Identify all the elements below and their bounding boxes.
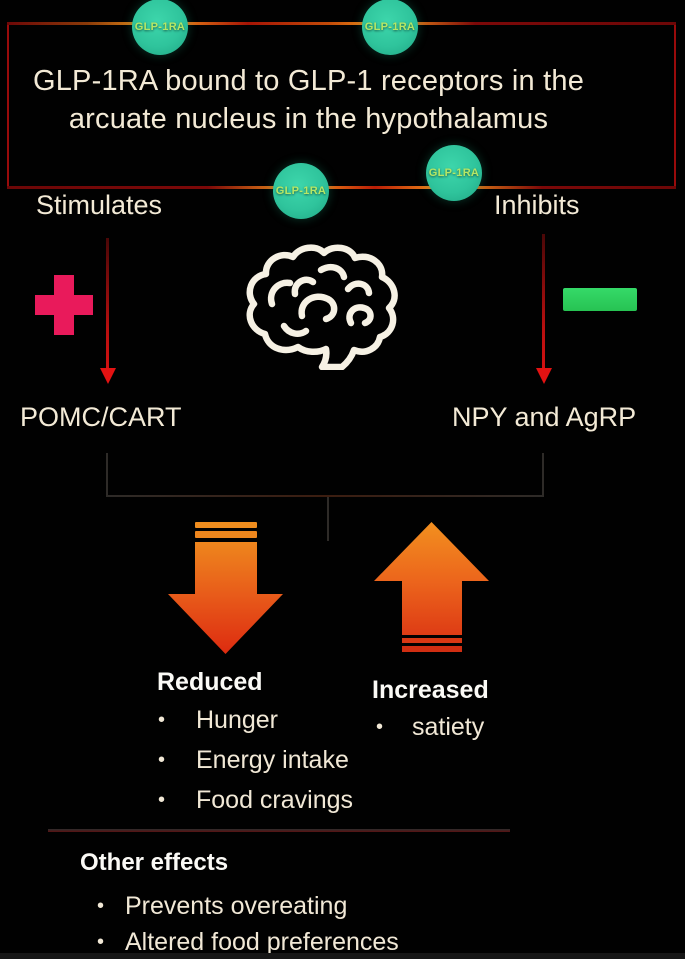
stimulates-label: Stimulates — [36, 190, 163, 220]
decrease-arrow-icon — [168, 522, 283, 654]
glp1ra-circle-label: GLP-1RA — [428, 167, 480, 179]
list-item-label: Hunger — [196, 706, 278, 734]
increase-arrow-head — [374, 522, 489, 581]
plus-icon — [35, 275, 93, 335]
glp1ra-circle-bottom-left: GLP-1RA — [273, 163, 329, 219]
increase-arrow-stripe — [401, 646, 462, 652]
title-box — [7, 22, 676, 189]
list-item-satiety: • satiety — [376, 713, 484, 742]
bullet-icon: • — [158, 709, 166, 731]
glp1ra-circle-label: GLP-1RA — [364, 21, 416, 33]
list-item-prevents-overeating: • Prevents overeating — [97, 892, 347, 921]
list-item-hunger: • Hunger — [158, 706, 278, 735]
glp1ra-circle-top-left: GLP-1RA — [132, 0, 188, 55]
bullet-icon: • — [158, 789, 166, 811]
diagram-title: GLP-1RA bound to GLP-1 receptors in the … — [7, 62, 610, 138]
list-item-energy-intake: • Energy intake — [158, 746, 349, 775]
bottom-edge-strip — [0, 953, 685, 959]
list-item-label: Prevents overeating — [125, 892, 348, 920]
bracket-horizontal — [106, 495, 544, 497]
title-box-border-top — [7, 22, 676, 25]
npy-agrp-label: NPY and AgRP — [452, 402, 637, 432]
title-box-border-right — [674, 23, 676, 188]
list-item-label: Food cravings — [196, 786, 354, 814]
decrease-arrow-stripe — [194, 531, 257, 538]
bullet-icon: • — [376, 716, 384, 738]
bullet-icon: • — [97, 895, 105, 917]
glp1ra-circle-label: GLP-1RA — [134, 21, 186, 33]
minus-icon — [563, 288, 637, 311]
increased-heading: Increased — [372, 676, 489, 704]
title-box-border-left — [7, 23, 9, 188]
glp1ra-circle-bottom-right: GLP-1RA — [426, 145, 482, 201]
increase-arrow-shaft — [401, 581, 462, 635]
decrease-arrow-shaft — [194, 542, 257, 594]
list-item-label: Altered food preferences — [125, 928, 399, 956]
list-item-food-cravings: • Food cravings — [158, 786, 353, 815]
increase-arrow-stripe — [401, 638, 462, 643]
brain-icon — [238, 244, 410, 371]
section-divider — [48, 829, 510, 832]
glp1ra-circle-label: GLP-1RA — [275, 185, 327, 197]
bullet-icon: • — [97, 931, 105, 953]
right-red-arrowhead-icon — [536, 368, 552, 384]
glp1ra-circle-top-right: GLP-1RA — [362, 0, 418, 55]
pomc-cart-label: POMC/CART — [20, 402, 182, 432]
bracket-right-vertical — [542, 453, 544, 497]
plus-icon-horizontal-bar — [35, 295, 93, 315]
title-box-border-bottom — [7, 186, 676, 189]
left-red-arrow-line — [106, 238, 109, 368]
diagram-title-line1: GLP-1RA bound to GLP-1 receptors in the — [32, 65, 585, 97]
bracket-center-vertical — [327, 497, 329, 541]
decrease-arrow-head — [168, 594, 283, 654]
list-item-label: Energy intake — [196, 746, 349, 774]
increase-arrow-icon — [374, 522, 489, 652]
list-item-altered-food-preferences: • Altered food preferences — [97, 928, 399, 957]
bracket-left-vertical — [106, 453, 108, 497]
left-red-arrowhead-icon — [100, 368, 116, 384]
list-item-label: satiety — [412, 713, 485, 741]
diagram-title-line2: arcuate nucleus in the hypothalamus — [68, 103, 549, 135]
inhibits-label: Inhibits — [494, 190, 580, 220]
bullet-icon: • — [158, 749, 166, 771]
decrease-arrow-stripe — [194, 522, 257, 528]
other-effects-heading: Other effects — [80, 849, 229, 876]
right-red-arrow-line — [542, 234, 545, 368]
reduced-heading: Reduced — [157, 668, 263, 696]
